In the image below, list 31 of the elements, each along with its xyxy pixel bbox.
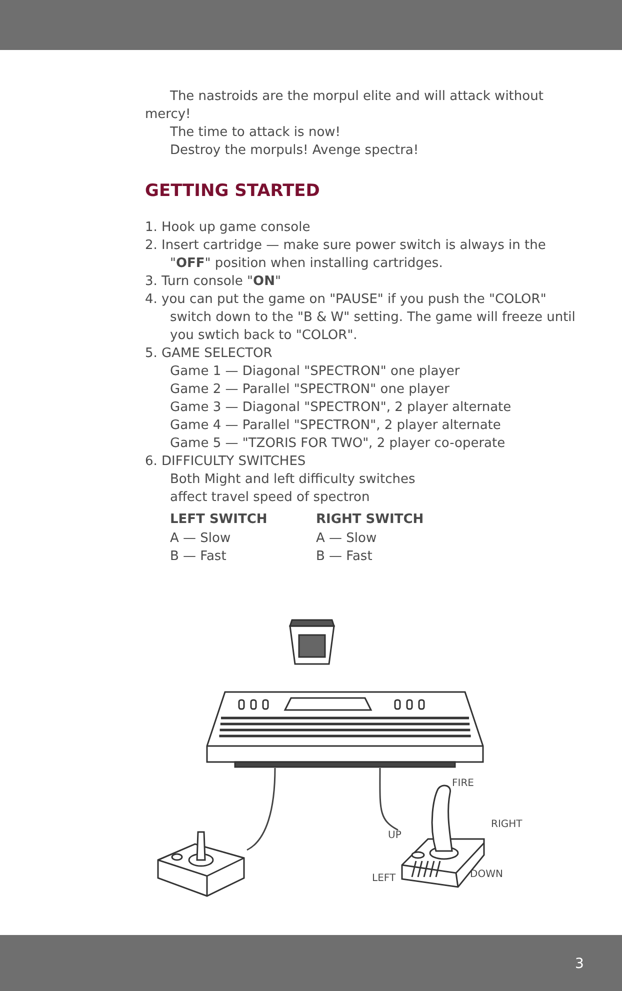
list-item: 1. Hook up game console: [145, 219, 312, 237]
table-text: A — Slow: [170, 530, 232, 548]
cable: [246, 768, 276, 851]
body-text: Game 4 — Parallel "SPECTRON", 2 player alternate: [170, 417, 502, 435]
column-heading: LEFT SWITCH: [170, 511, 268, 529]
list-item: 6. DIFFICULTY SWITCHES: [145, 453, 307, 471]
page-number: 3: [575, 955, 584, 973]
table-text: B — Fast: [170, 548, 228, 566]
direction-label: LEFT: [372, 873, 396, 885]
list-item: 2. Insert cartridge — make sure power switch is always in the "OFF" position when installing cartridges.: [145, 237, 547, 273]
table-text: A — Slow: [316, 530, 378, 548]
body-text: Game 3 — Diagonal "SPECTRON", 2 player alternate: [170, 399, 512, 417]
body-text: Game 2 — Parallel "SPECTRON" one player: [170, 381, 450, 399]
list-item: 3. Turn console "ON": [145, 273, 282, 291]
body-text: Game 1 — Diagonal "SPECTRON" one player: [170, 363, 461, 381]
direction-label: UP: [388, 830, 402, 842]
body-text: Game 5 — "TZORIS FOR TWO", 2 player co-operate: [170, 435, 506, 453]
cable: [379, 768, 398, 831]
column-heading: RIGHT SWITCH: [316, 511, 425, 529]
direction-label: DOWN: [470, 869, 503, 881]
section-heading: GETTING STARTED: [145, 182, 320, 200]
list-item: 4. you can put the game on "PAUSE" if you push the "COLOR" switch down to the "B & W" setting. The game will freeze until you swtich back to "COLOR".: [145, 291, 576, 345]
body-text: The time to attack is now!: [170, 124, 342, 142]
body-text: Both Might and left difficulty switches affect travel speed of spectron: [170, 471, 416, 507]
joystick-drawing: [155, 830, 247, 898]
table-text: B — Fast: [316, 548, 374, 566]
direction-label: FIRE: [452, 778, 474, 790]
list-item: 5. GAME SELECTOR: [145, 345, 274, 363]
body-paragraph: The nastroids are the morpul elite and will attack without mercy!: [145, 88, 544, 124]
direction-label: RIGHT: [491, 819, 522, 831]
body-text: Destroy the morpuls! Avenge spectra!: [170, 142, 420, 160]
